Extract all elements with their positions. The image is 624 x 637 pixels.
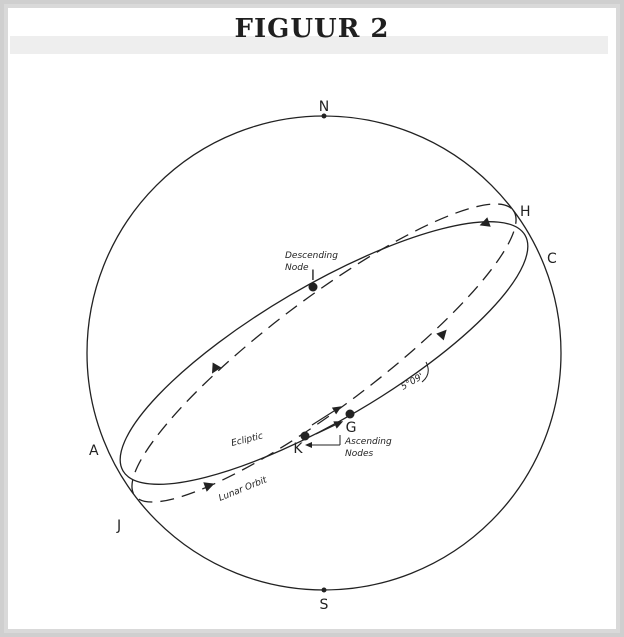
label-c: C (547, 251, 557, 267)
descending-node-label: Descending (285, 251, 338, 261)
angle-arc (421, 361, 429, 383)
south-pole-point (321, 587, 327, 593)
label-a: A (89, 443, 99, 459)
ascending-nodes-label: Nodes (345, 449, 373, 459)
orbit-arrow-icon (436, 329, 447, 341)
label-i: I (311, 268, 315, 284)
ecliptic-label: Ecliptic (230, 431, 264, 449)
ascending-nodes-label: Ascending (344, 437, 392, 447)
label-n: N (319, 99, 329, 115)
angle-label: 5°09' (400, 372, 426, 393)
label-k: K (293, 441, 303, 457)
celestial-sphere-circle (86, 115, 562, 591)
label-h: H (520, 204, 531, 220)
label-g: G (346, 420, 357, 436)
label-s: S (320, 597, 329, 613)
figure-frame (4, 4, 620, 633)
descending-node-point (308, 282, 318, 292)
motion-arrow-line (311, 410, 335, 426)
orbit-arrow-icon (212, 362, 222, 374)
motion-arrow-icon (333, 421, 344, 429)
motion-arrow-line (315, 424, 336, 435)
figure-title: FIGUUR 2 (234, 14, 390, 44)
pointer-arrow-icon (305, 442, 312, 448)
node-point-k (300, 431, 310, 441)
label-j: J (116, 518, 121, 534)
node-point-g (345, 409, 355, 419)
orbit-arrow-icon (479, 217, 491, 227)
lunar-orbit-ellipse (131, 203, 517, 503)
descending-node-label: Node (285, 263, 309, 273)
north-pole-point (321, 113, 327, 119)
lunar-orbit-label: Lunar Orbit (217, 475, 268, 504)
orbit-arrow-icon (203, 482, 215, 492)
motion-arrow-icon (331, 406, 342, 415)
ecliptic-ellipse (119, 221, 529, 485)
title-band (10, 36, 608, 54)
